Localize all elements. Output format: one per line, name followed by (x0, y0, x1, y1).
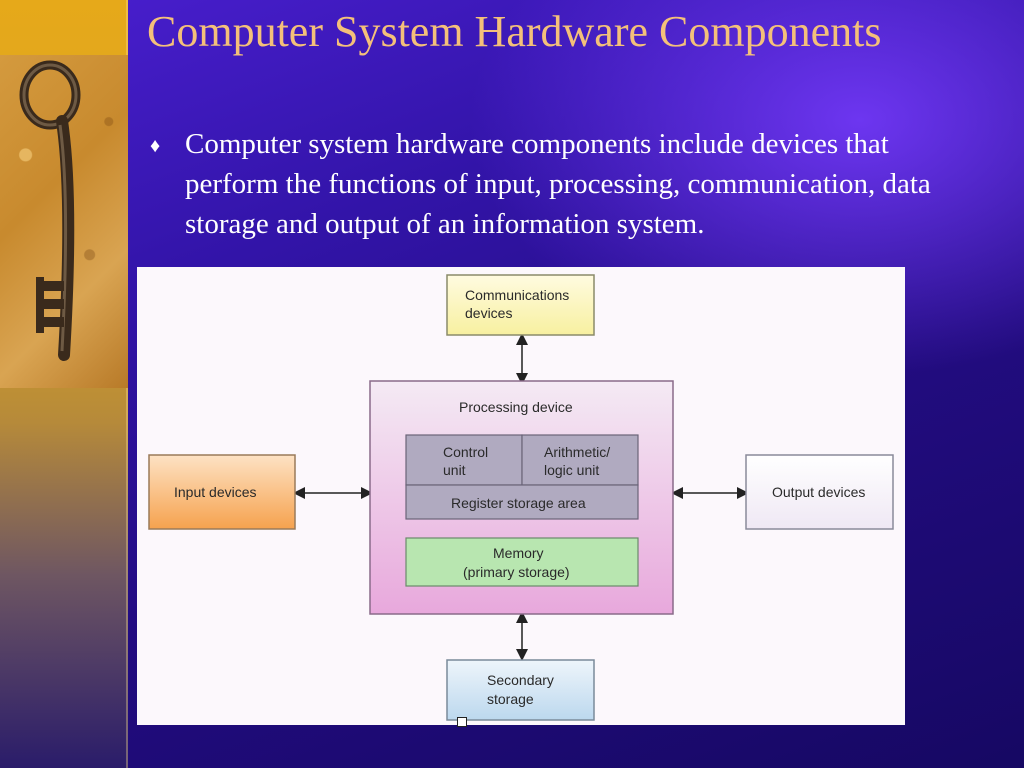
alu-box (521, 434, 639, 486)
bullet-diamond-icon: ♦ (150, 135, 161, 157)
input-devices-label: Input devices (174, 484, 257, 500)
key-photo (0, 55, 128, 388)
output-devices-label: Output devices (772, 484, 865, 500)
memory-line2: (primary storage) (463, 564, 570, 580)
hardware-diagram: Communications devices Processing device… (137, 267, 905, 725)
alu-line2: logic unit (544, 462, 599, 478)
communications-label-line1: Communications (465, 287, 569, 303)
communications-label-line2: devices (465, 305, 512, 321)
alu-line1: Arithmetic/ (544, 444, 610, 460)
communications-devices-box: Communications devices (446, 274, 595, 336)
register-storage-box (405, 484, 639, 520)
control-unit-line1: Control (443, 444, 488, 460)
processing-device-box: Processing device Control unit Arithmeti… (369, 380, 674, 615)
slide-title: Computer System Hardware Components (147, 7, 882, 56)
secondary-storage-line2: storage (487, 691, 534, 707)
register-storage-label: Register storage area (451, 495, 586, 511)
processing-device-label: Processing device (459, 399, 573, 415)
input-devices-box: Input devices (148, 454, 296, 530)
resize-handle[interactable] (457, 717, 467, 727)
bullet-text: Computer system hardware components incl… (185, 128, 931, 240)
memory-line1: Memory (493, 545, 544, 561)
control-unit-line2: unit (443, 462, 466, 478)
secondary-storage-box: Secondary storage (446, 659, 595, 721)
control-unit-box (405, 434, 523, 486)
memory-box (405, 537, 639, 587)
key-icon (19, 60, 81, 361)
secondary-storage-line1: Secondary (487, 672, 554, 688)
output-devices-box: Output devices (745, 454, 894, 530)
